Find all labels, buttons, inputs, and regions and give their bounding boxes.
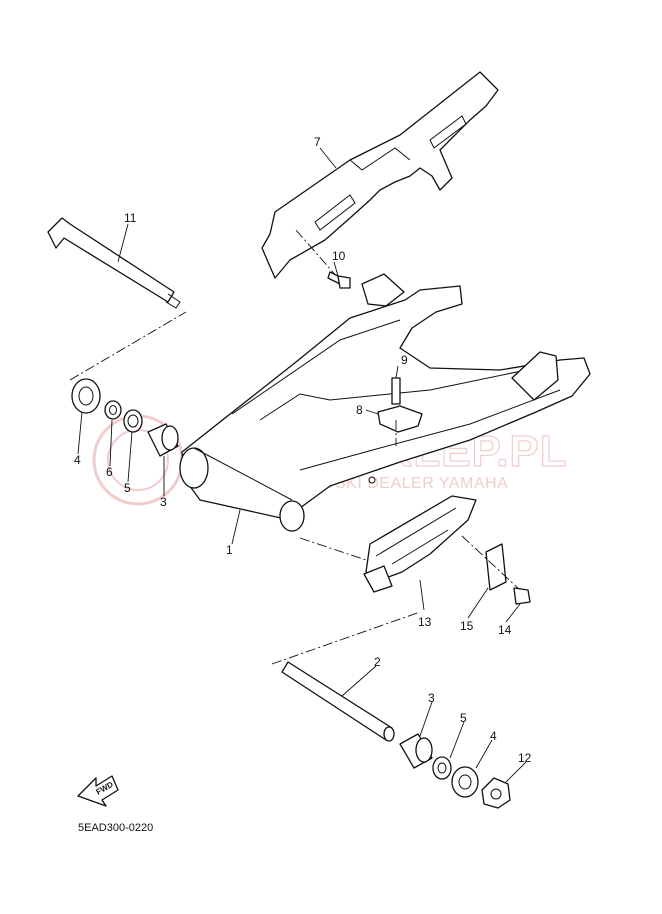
callout-14: 14	[498, 623, 512, 637]
bracket-part-8	[377, 377, 423, 446]
diagram-code: 5EAD300-0220	[78, 822, 153, 834]
left-bearing-stack	[71, 378, 179, 457]
callout-5: 5	[124, 481, 131, 495]
swingarm-part	[179, 273, 591, 532]
callouts: 11 7 10 9 8 4 6 5 3 1 13 15 14 2 3 5 4 1…	[74, 135, 532, 765]
callout-15: 15	[460, 619, 474, 633]
sleeve-part	[271, 611, 421, 742]
callout-6: 6	[106, 465, 113, 479]
right-bearing-stack	[399, 733, 511, 809]
callout-4-right: 4	[490, 729, 497, 743]
plate-part-15	[461, 535, 521, 591]
callout-11: 11	[124, 211, 137, 225]
callout-8: 8	[356, 403, 363, 417]
forward-arrow-icon: FWD	[77, 775, 119, 807]
callout-5-right: 5	[460, 711, 467, 725]
leader-lines	[77, 147, 527, 783]
callout-13: 13	[418, 615, 432, 629]
callout-4: 4	[74, 453, 81, 467]
chain-guard-part	[261, 71, 499, 279]
chain-slider-part	[299, 495, 477, 593]
callout-9: 9	[401, 353, 408, 367]
callout-3-right: 3	[428, 691, 435, 705]
pivot-shaft-part	[47, 217, 187, 381]
callout-10: 10	[332, 249, 346, 263]
callout-7: 7	[314, 135, 321, 149]
callout-1: 1	[226, 543, 233, 557]
callout-12: 12	[518, 751, 532, 765]
callout-3: 3	[160, 495, 167, 509]
callout-2: 2	[374, 655, 381, 669]
bolt-part-14	[513, 587, 531, 605]
